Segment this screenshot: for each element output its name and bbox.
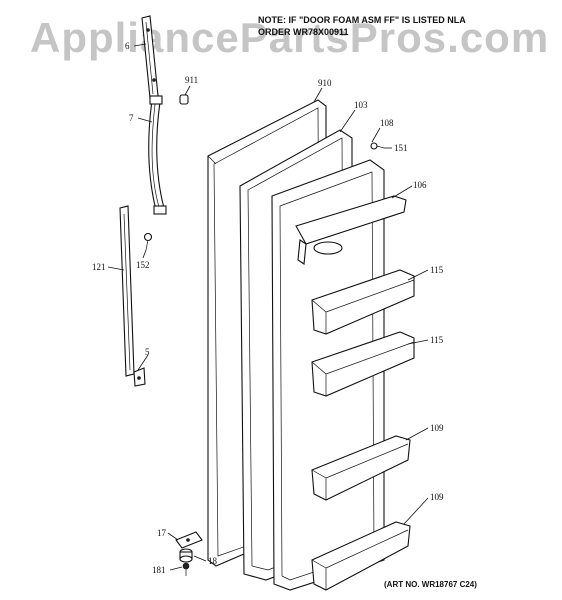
part-17-bottom-hinge[interactable]	[175, 531, 203, 549]
part-109-lower-bin-2[interactable]	[311, 521, 411, 591]
callout-109-upper: 109	[430, 423, 444, 433]
watermark: AppliancePartsPros.com	[30, 14, 550, 61]
callout-108: 108	[380, 118, 394, 128]
part-115-upper-bin[interactable]	[311, 269, 415, 335]
callout-152: 152	[136, 260, 150, 270]
callout-151: 151	[394, 143, 408, 153]
callout-106: 106	[413, 180, 427, 190]
callout-121: 121	[92, 262, 106, 272]
callout-18: 18	[208, 556, 218, 566]
callout-109-lower: 109	[430, 492, 444, 502]
callout-6: 6	[125, 41, 130, 51]
note-line-1: NOTE: IF "DOOR FOAM ASM FF" IS LISTED NL…	[258, 15, 466, 25]
part-7-door-handle[interactable]	[148, 95, 167, 215]
note-text: NOTE: IF "DOOR FOAM ASM FF" IS LISTED NL…	[258, 14, 466, 38]
callout-labels: 6 911 910 103 108 151 7 106 152 121 115 …	[92, 41, 444, 575]
callout-115-upper: 115	[430, 265, 444, 275]
callout-17: 17	[157, 528, 167, 538]
part-151-screw[interactable]	[370, 142, 385, 150]
leader-lines	[107, 43, 429, 571]
part-5-bracket[interactable]	[133, 367, 146, 387]
part-115-middle-bin[interactable]	[311, 331, 415, 397]
note-line-2: ORDER WR78X00911	[258, 27, 349, 37]
callout-103: 103	[354, 100, 368, 110]
callout-910: 910	[318, 78, 332, 88]
part-109-lower-bin-1[interactable]	[311, 435, 411, 501]
part-106-dairy-door[interactable]	[295, 195, 407, 265]
art-number: (ART NO. WR18767 C24)	[384, 580, 477, 589]
part-181-screw[interactable]	[182, 562, 190, 576]
part-911-plug[interactable]	[179, 94, 189, 105]
callout-7: 7	[129, 113, 134, 123]
callout-115-middle: 115	[430, 335, 444, 345]
part-6-top-hinge[interactable]	[141, 15, 159, 99]
part-18-hinge-bushing[interactable]	[179, 548, 193, 563]
callout-181: 181	[152, 565, 166, 575]
part-121-trim-strip[interactable]	[119, 205, 135, 377]
part-152-screw[interactable]	[143, 232, 153, 251]
callout-5: 5	[145, 347, 150, 357]
callout-911: 911	[185, 75, 198, 85]
